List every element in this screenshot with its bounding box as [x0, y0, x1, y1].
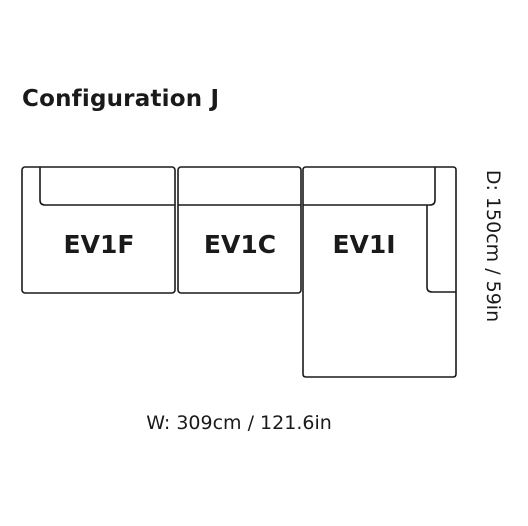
module-ev1i	[302, 166, 457, 378]
module-ev1i-outline	[302, 166, 457, 378]
module-ev1f-back-arm	[39, 167, 175, 206]
depth-dimension: D: 150cm / 59in	[482, 170, 504, 322]
module-ev1f-outline	[21, 166, 176, 294]
module-ev1i-side-arm	[426, 205, 456, 293]
module-ev1i-back-arm	[303, 167, 436, 206]
module-label-ev1f: EV1F	[64, 230, 135, 259]
module-ev1c-outline	[177, 166, 302, 294]
module-label-ev1i: EV1I	[332, 230, 395, 259]
configuration-title: Configuration J	[22, 86, 220, 112]
module-label-ev1c: EV1C	[204, 230, 276, 259]
module-ev1f	[21, 166, 176, 294]
module-ev1c	[177, 166, 302, 294]
width-dimension: W: 309cm / 121.6in	[146, 412, 332, 434]
